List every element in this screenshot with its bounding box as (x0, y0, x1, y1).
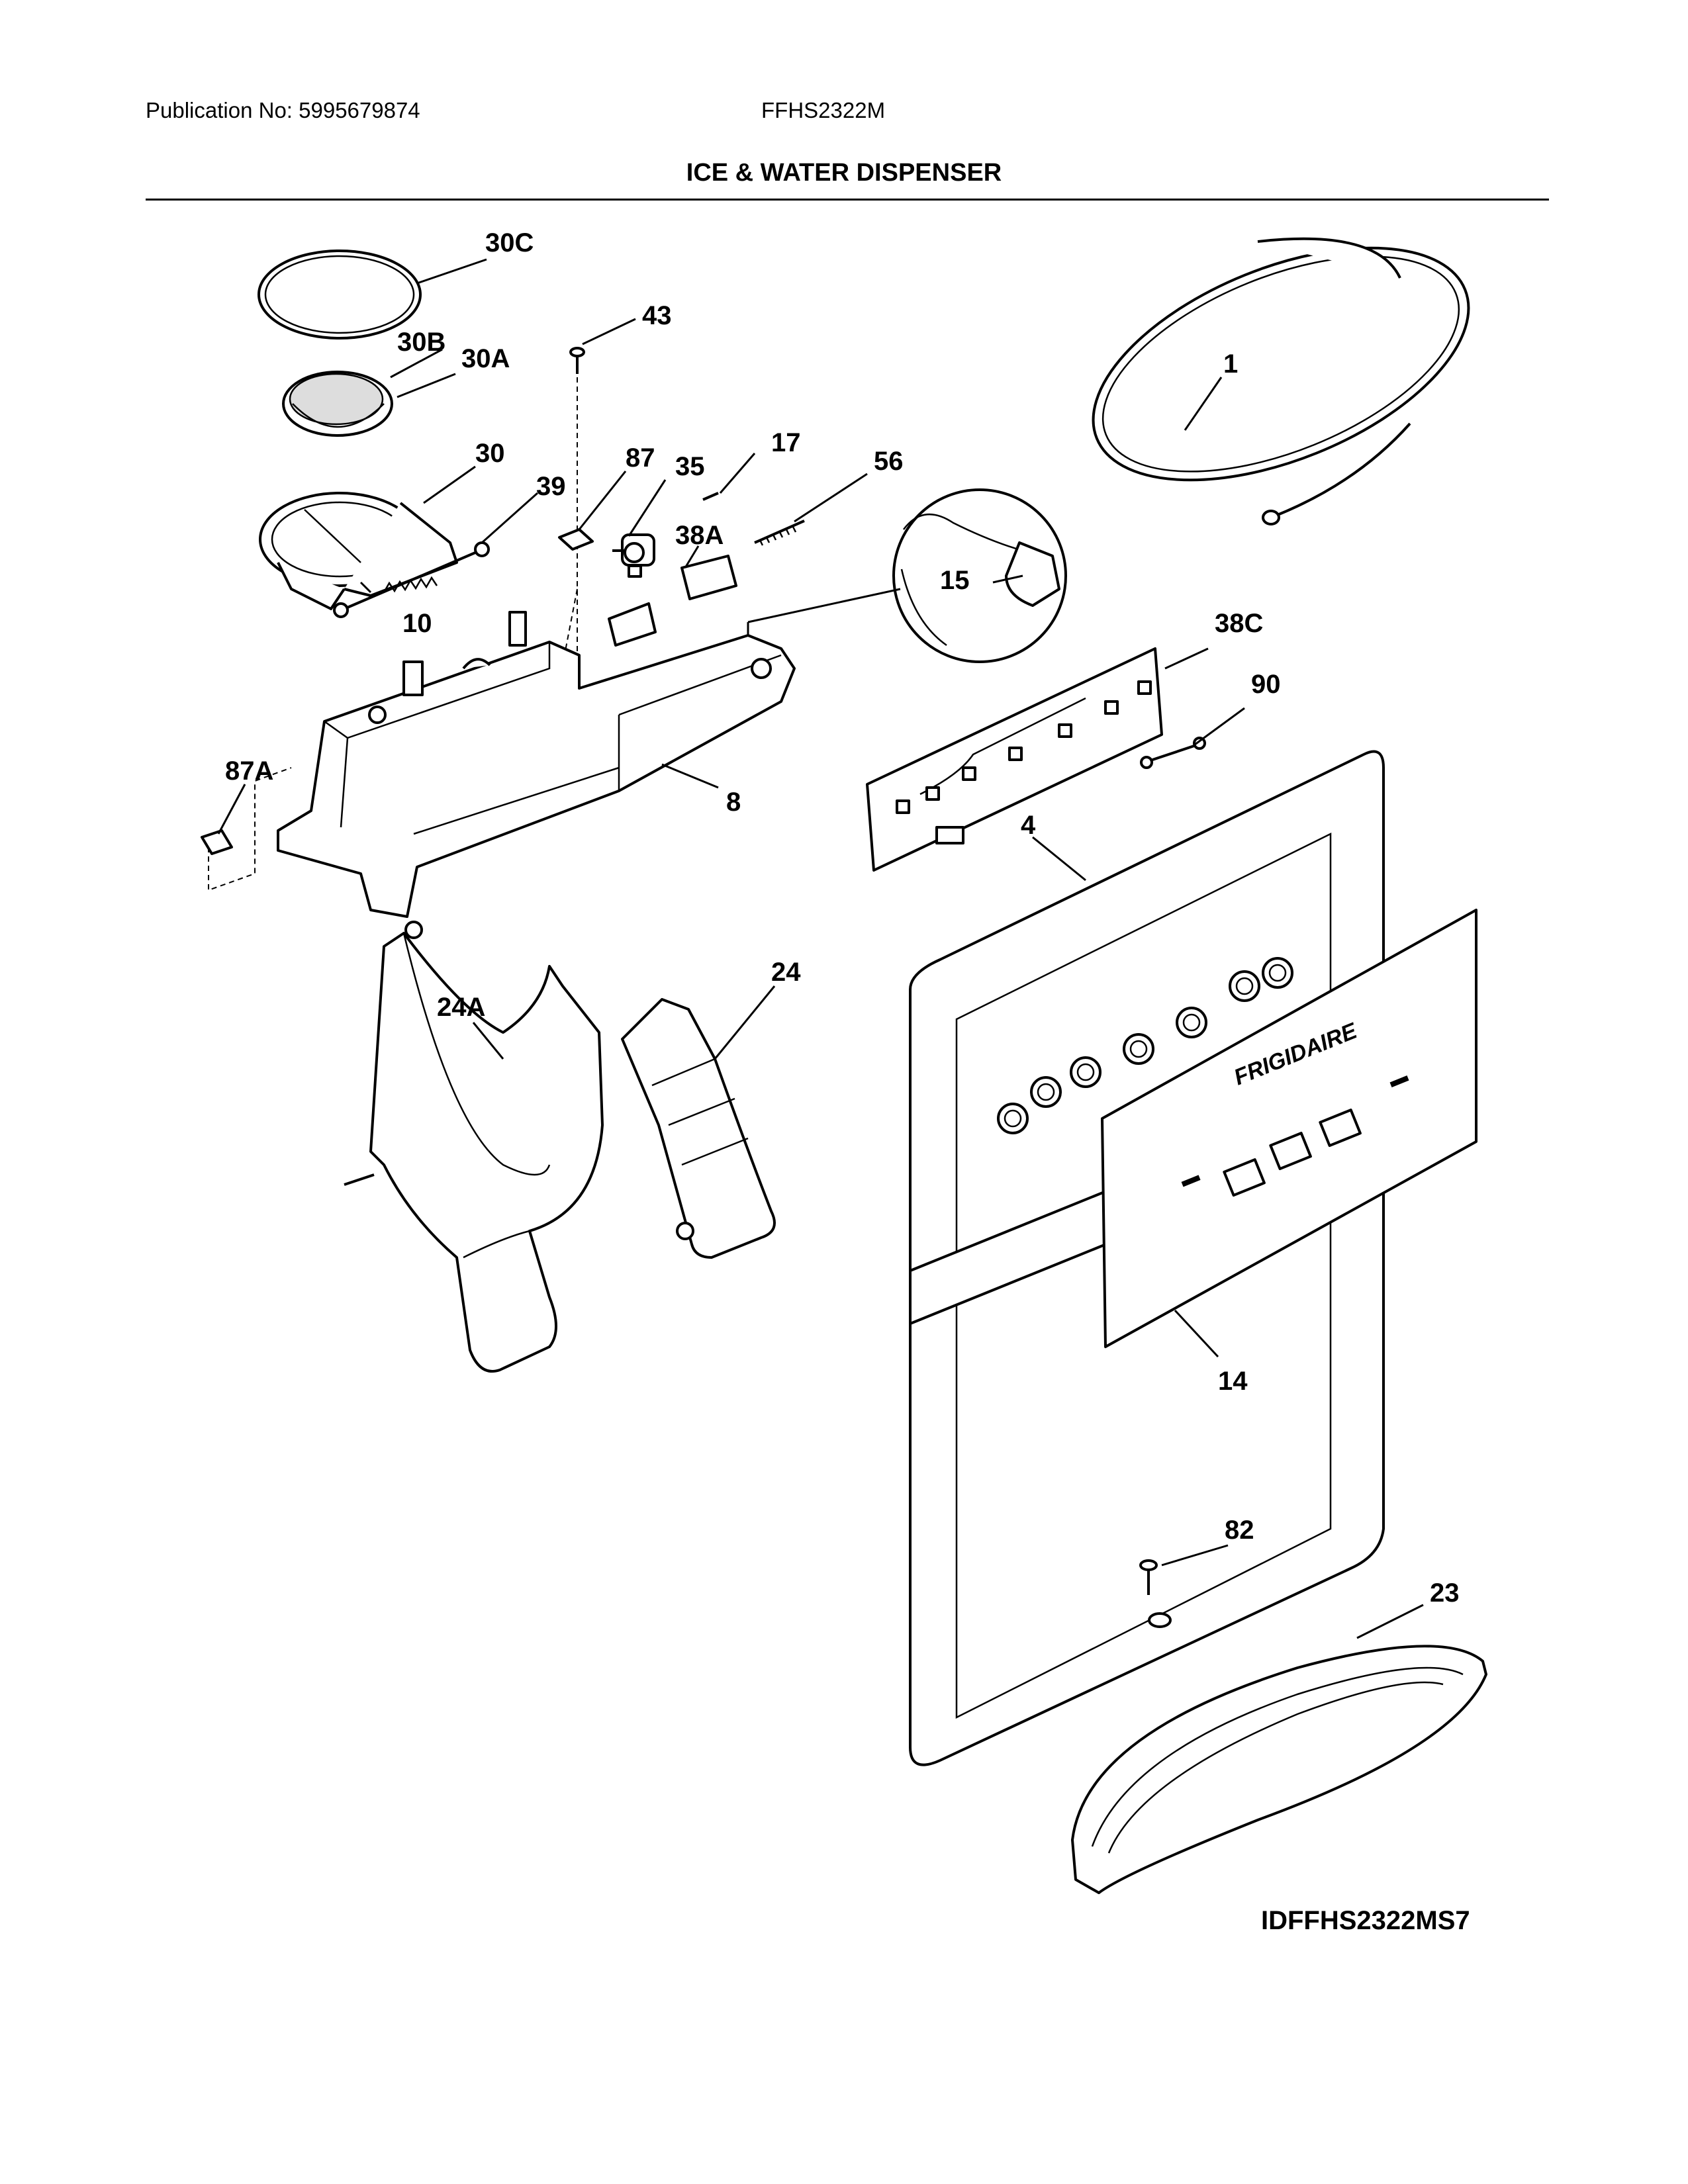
part-23-drip-tray (1071, 1645, 1487, 1894)
callout-14: 14 (1218, 1367, 1248, 1396)
callout-43: 43 (642, 301, 672, 330)
callout-87a: 87A (225, 756, 273, 786)
part-30a-filter (282, 371, 393, 437)
part-30-door-ring (259, 492, 458, 610)
part-38a-switches (608, 555, 737, 647)
part-14-control-overlay: FRIGIDAIRE (1101, 909, 1477, 1348)
header-divider (146, 199, 1549, 201)
part-17-pin (702, 492, 719, 501)
part-35-motor (612, 533, 655, 578)
callout-35: 35 (675, 452, 705, 481)
callout-labels: 30C 43 30B 30A 1 30 87 35 17 56 39 38A 1… (225, 228, 1460, 1608)
part-56-screw (754, 520, 805, 546)
part-87-bracket (558, 528, 594, 551)
callout-30c: 30C (485, 228, 534, 257)
dispenser-lights (997, 957, 1293, 1134)
callout-23: 23 (1430, 1578, 1460, 1608)
callout-82: 82 (1225, 1516, 1254, 1545)
part-82-screw (1139, 1559, 1172, 1628)
model-number: FFHS2322M (761, 98, 886, 122)
part-90-lamp (1140, 737, 1206, 769)
callout-90: 90 (1251, 670, 1281, 699)
callout-1: 1 (1223, 349, 1238, 379)
callout-17: 17 (771, 428, 801, 457)
callout-24: 24 (771, 958, 801, 987)
callout-38a: 38A (675, 521, 724, 550)
callout-4: 4 (1021, 811, 1036, 840)
part-24a-chute (344, 921, 604, 1373)
callout-39: 39 (536, 472, 566, 501)
callout-15: 15 (940, 566, 970, 595)
callout-10: 10 (402, 609, 432, 638)
part-8-housing (277, 611, 796, 918)
part-87a-clip (201, 767, 292, 891)
callout-30a: 30A (461, 344, 510, 373)
part-30c-gasket (258, 250, 422, 340)
page-title: ICE & WATER DISPENSER (686, 159, 1002, 187)
callout-38c: 38C (1215, 609, 1263, 638)
publication-number: Publication No: 5995679874 (146, 98, 420, 122)
callout-30b: 30B (397, 328, 445, 357)
part-43-screw (559, 347, 585, 688)
part-24-actuator (621, 998, 776, 1259)
callout-56: 56 (874, 447, 904, 476)
callout-8: 8 (726, 788, 741, 817)
leader-lines (217, 258, 1424, 1639)
drawing-code: IDFFHS2322MS7 (1261, 1906, 1470, 1935)
part-38c-control-board (866, 647, 1163, 872)
callout-87: 87 (626, 443, 655, 473)
part-15-detail (747, 488, 1067, 663)
part-1-tubing (1092, 237, 1470, 525)
callout-30: 30 (475, 439, 505, 468)
callout-24a: 24A (437, 993, 485, 1022)
